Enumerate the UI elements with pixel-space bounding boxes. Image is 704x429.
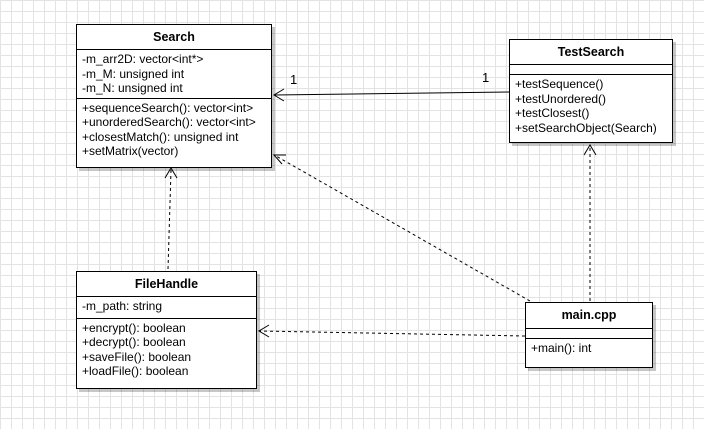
attribute: -m_M: unsigned int [82, 66, 185, 81]
method: +sequenceSearch(): vector<int> [82, 100, 254, 115]
class-name: TestSearch [510, 40, 672, 65]
open-arrowhead-icon [583, 144, 597, 156]
class-name: FileHandle [77, 272, 256, 297]
dependency-main-testsearch[interactable] [583, 144, 597, 301]
method: +loadFile(): boolean [82, 364, 189, 378]
class-testsearch[interactable]: TestSearch +testSequence() +testUnordere… [509, 39, 673, 143]
attribute: -m_path: string [82, 299, 163, 313]
attributes-section [526, 329, 652, 338]
open-arrowhead-icon [164, 167, 178, 179]
class-filehandle[interactable]: FileHandle -m_path: string +encrypt(): b… [76, 271, 257, 389]
methods-section: +sequenceSearch(): vector<int> +unordere… [77, 97, 271, 161]
multiplicity-search-end: 1 [290, 72, 298, 87]
open-arrowhead-icon [272, 154, 286, 165]
method: +closestMatch(): unsigned int [82, 129, 239, 144]
open-arrowhead-icon [258, 324, 270, 338]
method: +unorderedSearch(): vector<int> [82, 115, 256, 129]
attributes-section: -m_arr2D: vector<int*> -m_M: unsigned in… [77, 50, 271, 98]
method: +setMatrix(vector) [82, 144, 179, 158]
method: +decrypt(): boolean [82, 335, 186, 349]
attributes-section: -m_path: string [77, 297, 256, 318]
class-name: main.cpp [526, 303, 652, 329]
open-arrowhead-icon [273, 88, 285, 102]
method: +main(): int [531, 341, 592, 355]
methods-section: +testSequence() +testUnordered() +testCl… [510, 74, 672, 137]
class-search[interactable]: Search -m_arr2D: vector<int*> -m_M: unsi… [76, 24, 272, 168]
method: +encrypt(): boolean [82, 320, 186, 335]
dependency-filehandle-search[interactable] [164, 167, 178, 270]
dependency-main-search[interactable] [272, 154, 531, 302]
attribute: -m_arr2D: vector<int*> [82, 52, 204, 66]
method: +saveFile(): boolean [82, 349, 192, 364]
multiplicity-testsearch-end: 1 [482, 70, 490, 85]
method: +testUnordered() [515, 91, 607, 106]
methods-section: +main(): int [526, 338, 652, 358]
attribute: -m_N: unsigned int [82, 81, 183, 95]
method: +testClosest() [515, 106, 590, 120]
class-name: Search [77, 25, 271, 50]
attributes-section [510, 65, 672, 74]
method: +testSequence() [515, 77, 604, 91]
association-testsearch-search[interactable] [273, 88, 511, 102]
class-main-cpp[interactable]: main.cpp +main(): int [525, 302, 653, 368]
dependency-main-filehandle[interactable] [258, 324, 526, 338]
methods-section: +encrypt(): boolean +decrypt(): boolean … [77, 317, 256, 381]
method: +setSearchObject(Search) [515, 120, 657, 135]
